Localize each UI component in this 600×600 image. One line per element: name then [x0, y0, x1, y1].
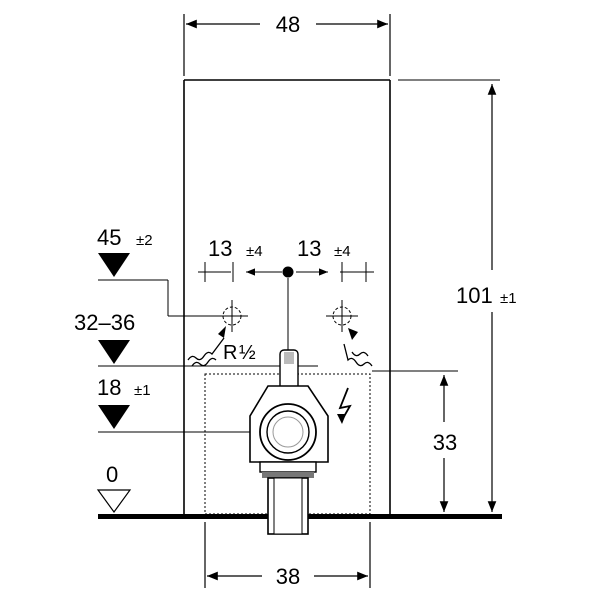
right-offset-tolerance: ±4	[334, 243, 351, 260]
level-32-36-marker: 32–36	[74, 310, 318, 367]
water-connection-left	[216, 300, 248, 332]
top-width-label: 48	[276, 12, 300, 37]
drain-fitting	[249, 349, 329, 535]
water-inlet-right-icon	[343, 328, 373, 367]
offset-dimensions: 13 ±4 13 ±4	[198, 236, 374, 282]
level-18-marker: 18 ±1	[97, 375, 326, 433]
pipe-size-label: R ½	[223, 342, 256, 364]
level-0-label: 0	[106, 462, 118, 487]
top-width-dimension: 48	[183, 12, 391, 76]
bottom-width-label: 38	[276, 564, 300, 589]
module-outline	[183, 79, 500, 517]
installation-zone	[204, 373, 371, 515]
total-height-label: 101	[456, 283, 493, 308]
level-45-label: 45	[97, 225, 121, 250]
pipe-size-fraction: ½	[239, 342, 256, 364]
right-offset-label: 13	[297, 236, 321, 261]
total-height-tolerance: ±1	[500, 290, 517, 307]
level-45-tolerance: ±2	[136, 232, 153, 249]
right-height-dimension: 33	[372, 370, 458, 512]
water-inlet-left-icon	[187, 326, 226, 367]
bottom-width-dimension: 38	[204, 522, 371, 589]
right-height-label: 33	[433, 430, 457, 455]
left-offset-tolerance: ±4	[246, 243, 263, 260]
water-connection-right	[326, 300, 358, 332]
left-offset-label: 13	[208, 236, 232, 261]
electric-connection-icon	[337, 387, 352, 424]
level-45-marker: 45 ±2	[97, 225, 216, 317]
level-0-marker: 0	[96, 462, 132, 514]
level-18-tolerance: ±1	[134, 382, 151, 399]
total-height-dimension: 101 ±1	[456, 84, 517, 512]
level-32-36-label: 32–36	[74, 310, 135, 335]
level-18-label: 18	[97, 375, 121, 400]
pipe-size-r: R	[223, 342, 237, 364]
